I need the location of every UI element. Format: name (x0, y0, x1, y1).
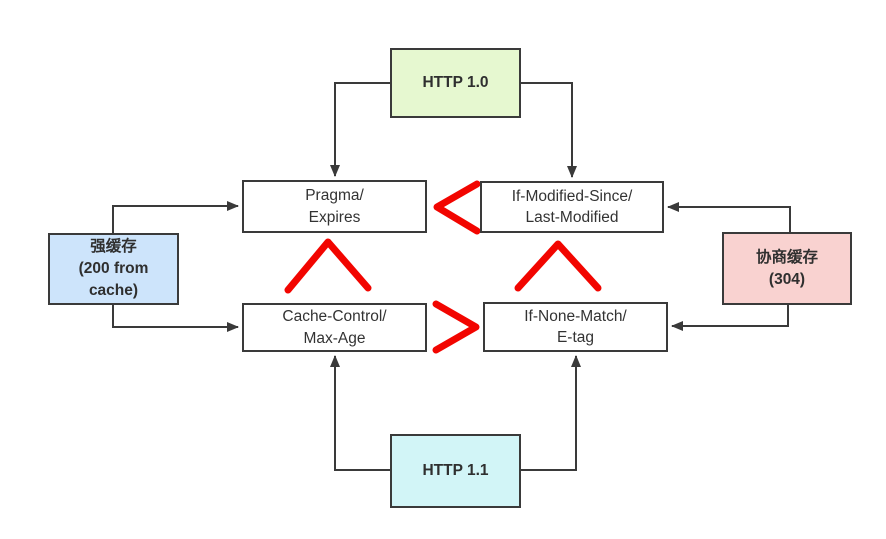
node-http10: HTTP 1.0 (390, 48, 521, 118)
node-pragma-line2: Expires (308, 208, 361, 226)
edge-http11-to-if-none-match (521, 355, 581, 471)
edge-strong-cache-to-pragma (112, 201, 239, 233)
node-if-none-match-line2: E-tag (556, 329, 595, 346)
edge-http10-to-if-modified (521, 82, 577, 178)
node-negotiate-cache-line1: 协商缓存 (755, 248, 818, 266)
caret-mark-left-column (284, 238, 372, 294)
node-strong-cache-line1: 强缓存 (90, 238, 137, 255)
node-strong-cache-line2: (200 from (78, 260, 149, 277)
node-strong-cache: 强缓存 (200 from cache) (48, 233, 179, 305)
node-pragma-line1: Pragma/ (305, 187, 364, 205)
node-if-modified-line2: Last-Modified (525, 209, 619, 226)
node-if-none-match: If-None-Match/ E-tag (483, 302, 668, 352)
node-strong-cache-line3: cache) (88, 282, 139, 299)
node-negotiate-cache-line2: (304) (768, 270, 806, 288)
edge-strong-cache-to-cache-control (112, 305, 239, 332)
edge-nego-cache-to-if-none-match (671, 305, 789, 331)
edge-http10-to-pragma (330, 82, 390, 177)
node-cache-control-line1: Cache-Control/ (282, 308, 387, 326)
caret-mark-right-column (514, 240, 602, 292)
node-http10-label: HTTP 1.0 (422, 74, 489, 91)
node-http11: HTTP 1.1 (390, 434, 521, 508)
node-http11-label: HTTP 1.1 (422, 462, 489, 479)
node-negotiate-cache: 协商缓存 (304) (722, 232, 852, 305)
node-cache-control-line2: Max-Age (303, 329, 366, 347)
node-if-none-match-line1: If-None-Match/ (524, 307, 627, 325)
node-cache-control: Cache-Control/ Max-Age (242, 303, 427, 352)
less-than-mark (433, 180, 481, 235)
edge-http11-to-cache-control (330, 355, 390, 471)
node-if-modified-since: If-Modified-Since/ Last-Modified (480, 181, 664, 233)
node-if-modified-line1: If-Modified-Since/ (511, 187, 633, 205)
node-pragma-expires: Pragma/ Expires (242, 180, 427, 233)
greater-than-mark (432, 300, 480, 354)
edge-nego-cache-to-if-modified (667, 202, 791, 232)
